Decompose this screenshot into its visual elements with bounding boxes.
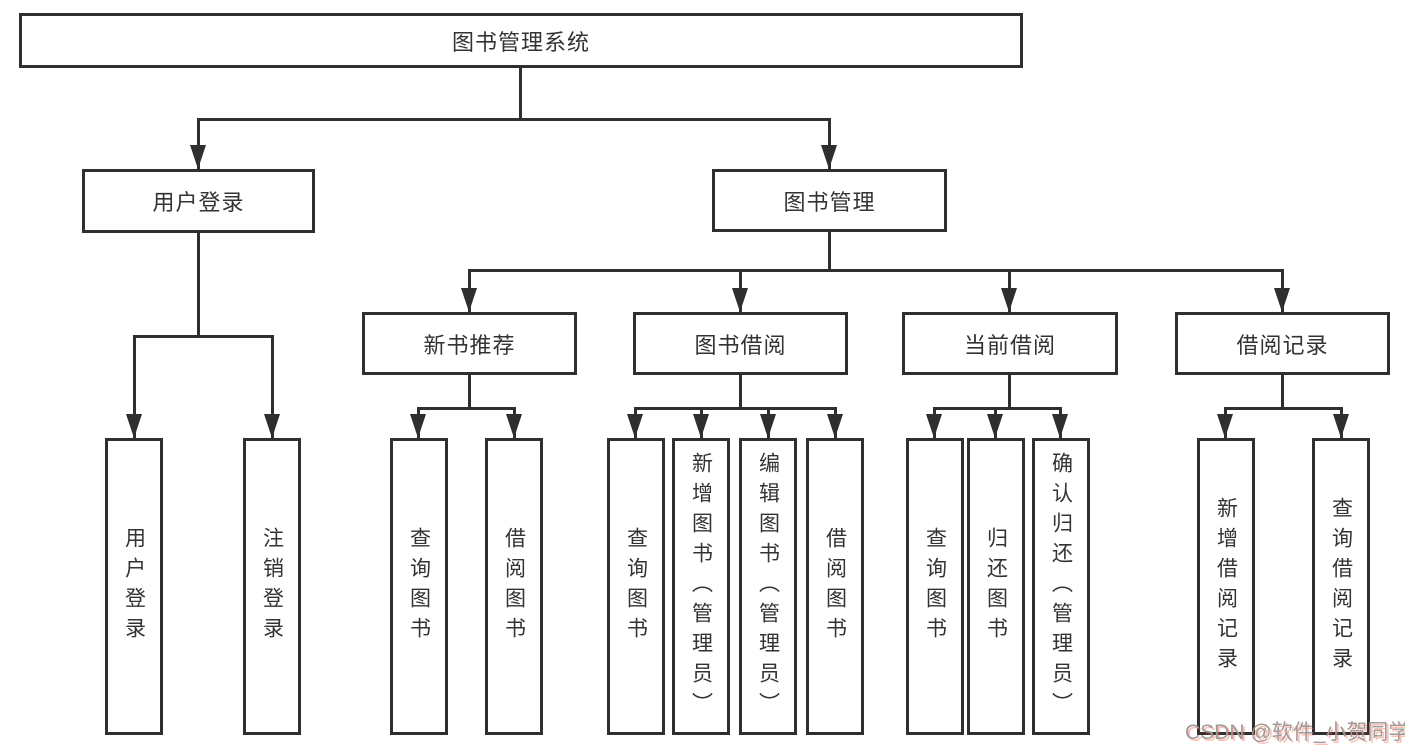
node-current-borrowing-label: 当前借阅 (963, 332, 1056, 358)
arrow-down-icon (1333, 414, 1349, 438)
arrow-down-icon (264, 414, 280, 438)
node-root: 图书管理系统 (19, 13, 1023, 68)
node-new-book-recommendation-label: 新书推荐 (423, 332, 516, 358)
connector-line (197, 118, 200, 169)
leaf-query-books-recommend: 查询图书 (390, 438, 448, 735)
leaf-edit-books-admin-label: 编辑图书（管理员） (756, 451, 780, 722)
arrow-down-icon (821, 145, 837, 169)
node-book-management: 图书管理 (712, 169, 947, 232)
leaf-borrow-books-recommend: 借阅图书 (485, 438, 543, 735)
leaf-return-books: 归还图书 (967, 438, 1025, 735)
arrow-down-icon (926, 414, 942, 438)
node-current-borrowing: 当前借阅 (902, 312, 1118, 375)
node-book-management-label: 图书管理 (783, 189, 876, 215)
connector-line (133, 335, 136, 438)
leaf-borrow-books-label: 借阅图书 (823, 526, 847, 647)
node-root-label: 图书管理系统 (451, 29, 590, 55)
leaf-query-borrow-record: 查询借阅记录 (1312, 438, 1370, 735)
connector-line (417, 407, 516, 410)
leaf-query-books-borrow: 查询图书 (607, 438, 665, 735)
node-user-login: 用户登录 (82, 169, 315, 233)
node-book-borrowing: 图书借阅 (633, 312, 848, 375)
connector-line (468, 375, 471, 407)
leaf-logout-label: 注销登录 (260, 526, 284, 647)
node-book-borrowing-label: 图书借阅 (694, 332, 787, 358)
arrow-down-icon (410, 414, 426, 438)
connector-line (197, 233, 200, 335)
connector-line (933, 407, 1062, 410)
arrow-down-icon (760, 414, 776, 438)
leaf-borrow-books: 借阅图书 (806, 438, 864, 735)
leaf-confirm-return-admin-label: 确认归还（管理员） (1049, 451, 1073, 722)
leaf-logout: 注销登录 (243, 438, 301, 735)
leaf-query-books-current-label: 查询图书 (923, 526, 947, 647)
arrow-down-icon (732, 288, 748, 312)
arrow-down-icon (827, 414, 843, 438)
connector-line (828, 232, 831, 269)
leaf-query-books-recommend-label: 查询图书 (407, 526, 431, 647)
node-new-book-recommendation: 新书推荐 (362, 312, 577, 375)
leaf-add-borrow-record-label: 新增借阅记录 (1214, 496, 1238, 677)
leaf-query-borrow-record-label: 查询借阅记录 (1329, 496, 1353, 677)
connector-line (519, 68, 522, 118)
arrow-down-icon (1274, 288, 1290, 312)
arrow-down-icon (1217, 414, 1233, 438)
arrow-down-icon (1052, 414, 1068, 438)
connector-line (1281, 375, 1284, 407)
connector-line (828, 118, 831, 169)
node-user-login-label: 用户登录 (152, 190, 245, 215)
connector-line (1224, 407, 1343, 410)
leaf-borrow-books-recommend-label: 借阅图书 (502, 526, 526, 647)
leaf-edit-books-admin: 编辑图书（管理员） (739, 438, 797, 735)
leaf-add-books-admin-label: 新增图书（管理员） (689, 451, 713, 722)
csdn-watermark: CSDN @软件_小贺同学 (1185, 721, 1405, 744)
connector-line (634, 407, 837, 410)
arrow-down-icon (461, 288, 477, 312)
connector-line (133, 335, 274, 338)
arrow-down-icon (126, 414, 142, 438)
node-borrowing-records-label: 借阅记录 (1236, 332, 1329, 358)
connector-line (271, 335, 274, 438)
connector-line (197, 118, 831, 121)
leaf-add-borrow-record: 新增借阅记录 (1197, 438, 1255, 735)
connector-line (468, 269, 1283, 272)
arrow-down-icon (627, 414, 643, 438)
leaf-query-books-current: 查询图书 (906, 438, 964, 735)
node-borrowing-records: 借阅记录 (1175, 312, 1390, 375)
leaf-user-login-label: 用户登录 (122, 526, 146, 647)
arrow-down-icon (987, 414, 1003, 438)
leaf-confirm-return-admin: 确认归还（管理员） (1032, 438, 1090, 735)
leaf-return-books-label: 归还图书 (984, 526, 1008, 647)
arrow-down-icon (190, 145, 206, 169)
arrow-down-icon (1001, 288, 1017, 312)
arrow-down-icon (693, 414, 709, 438)
arrow-down-icon (506, 414, 522, 438)
connector-line (1008, 375, 1011, 407)
connector-line (739, 375, 742, 407)
leaf-user-login: 用户登录 (105, 438, 163, 735)
leaf-add-books-admin: 新增图书（管理员） (672, 438, 730, 735)
leaf-query-books-borrow-label: 查询图书 (624, 526, 648, 647)
